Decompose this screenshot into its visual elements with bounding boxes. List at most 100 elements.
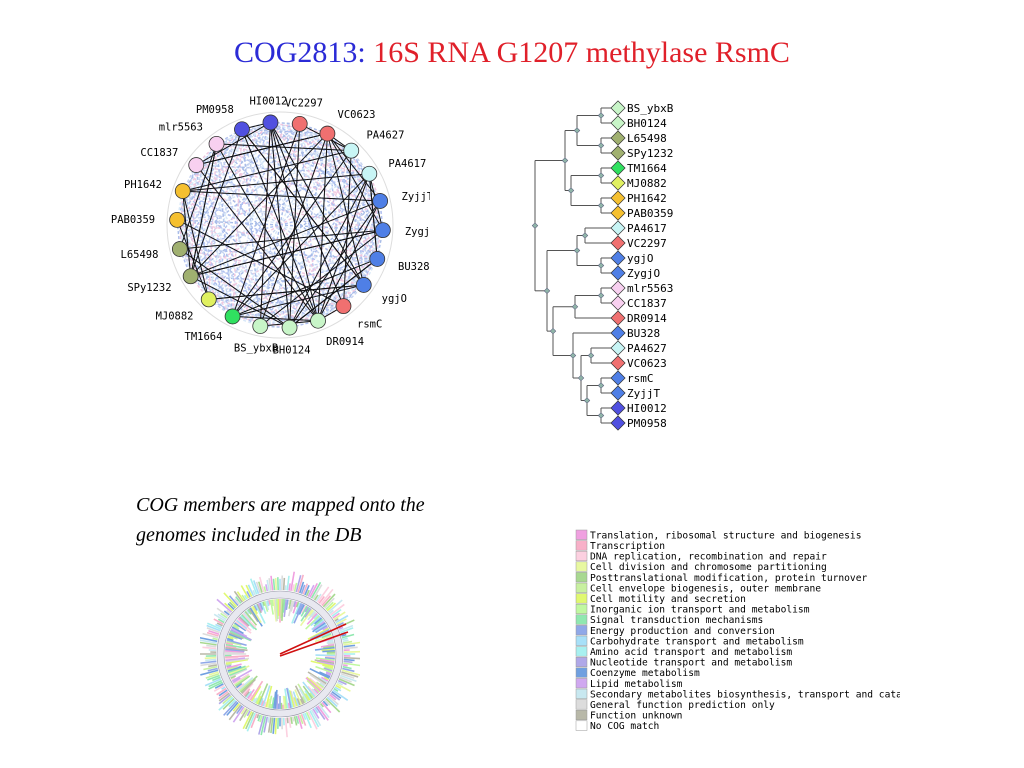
genome-feature-inner [227, 637, 234, 642]
genome-feature-inner [300, 604, 307, 614]
genome-feature-outer [341, 633, 355, 639]
network-edge-weak [182, 121, 271, 192]
tree-leaf-marker [610, 340, 626, 356]
genome-feature-inner [228, 665, 250, 675]
genome-feature-outer [213, 618, 224, 625]
genome-feature-inner [292, 691, 300, 707]
genome-feature-outer [257, 714, 261, 722]
genome-feature-outer [223, 610, 230, 616]
genome-feature-outer [206, 627, 220, 634]
genome-feature-outer [343, 658, 355, 662]
genome-feature-outer [274, 577, 278, 591]
genome-feature-outer [224, 602, 234, 612]
genome-feature-outer [207, 674, 220, 681]
genome-feature-outer [236, 591, 245, 602]
network-node-label: ygjO [382, 293, 407, 305]
genome-feature-outer [307, 584, 315, 597]
genome-feature-inner [250, 606, 262, 623]
network-edge-weak [216, 143, 381, 202]
network-node-label: VC2297 [285, 97, 323, 109]
network-edge-weak [182, 128, 243, 192]
genome-feature-outer [342, 664, 348, 667]
network-node [169, 211, 186, 228]
genome-feature-outer [232, 706, 245, 723]
genome-feature-inner [315, 654, 336, 657]
network-edge-weak [269, 121, 384, 231]
tree-node [597, 202, 605, 209]
legend-label: Energy production and conversion [590, 626, 775, 637]
caption: COG members are mapped onto the genomes … [136, 490, 536, 550]
tree-node [587, 352, 595, 359]
genome-feature-inner [323, 667, 333, 672]
network-edge-strong [232, 173, 370, 317]
network-node [291, 116, 308, 132]
genome-feature-outer [202, 646, 217, 650]
network-node [335, 298, 352, 315]
genome-feature-inner [301, 696, 307, 704]
genome-feature-outer [341, 671, 359, 678]
genome-feature-inner [290, 690, 297, 707]
network-node-label: PAB0359 [111, 214, 155, 226]
legend-label: Coenzyme metabolism [590, 668, 700, 679]
genome-feature-inner [229, 667, 247, 677]
genome-feature-outer [338, 626, 344, 630]
genome-feature-outer [218, 696, 234, 711]
genome-feature-inner [306, 679, 320, 693]
network-node [355, 277, 372, 293]
network-edge-weak [195, 164, 234, 317]
genome-feature-inner [271, 599, 274, 607]
network-edge-weak [215, 143, 291, 328]
genome-feature-inner [327, 642, 335, 646]
genome-feature-inner [225, 656, 239, 660]
network-edge-strong [232, 123, 301, 317]
genome-feature-inner [265, 600, 270, 611]
genome-feature-inner [315, 631, 331, 640]
network-edge-strong [190, 275, 290, 329]
genome-feature-outer [339, 676, 352, 683]
genome-feature-inner [293, 603, 304, 624]
genome-circle-map [200, 571, 360, 738]
genome-feature-outer [312, 708, 320, 719]
genome-feature-outer [272, 717, 276, 734]
legend-label: Secondary metabolites biosynthesis, tran… [590, 689, 900, 700]
network-node [234, 121, 250, 138]
genome-feature-inner [304, 608, 312, 618]
genome-feature-inner [313, 614, 319, 620]
tree-leaf-marker [610, 235, 626, 251]
genome-feature-inner [260, 700, 265, 707]
genome-feature-outer [239, 708, 248, 722]
network-node [200, 291, 217, 308]
genome-feature-inner [310, 616, 322, 627]
genome-feature-inner [268, 695, 273, 709]
legend-swatch [575, 678, 588, 689]
genome-feature-outer [293, 716, 298, 726]
genome-feature-outer [263, 586, 267, 592]
genome-feature-outer [312, 584, 323, 600]
genome-feature-inner [227, 665, 238, 671]
network-edge-strong [241, 128, 365, 286]
network-edge-strong [327, 133, 381, 202]
genome-feature-outer [246, 710, 251, 717]
genome-feature-outer [302, 713, 307, 720]
genome-feature-outer [274, 717, 278, 735]
genome-feature-inner [293, 601, 297, 608]
slide-title: COG2813: 16S RNA G1207 methylase RsmC [0, 36, 1024, 70]
genome-feature-outer [341, 633, 347, 637]
genome-feature-inner [272, 599, 278, 622]
genome-feature-inner [227, 636, 234, 640]
legend-label: General function prediction only [590, 700, 775, 711]
genome-feature-inner [291, 602, 301, 624]
genome-feature-inner [234, 674, 250, 686]
genome-feature-outer [337, 679, 347, 686]
tree-leaf-label: ygjO [627, 252, 654, 265]
network-node-label: VC0623 [338, 109, 376, 121]
genome-feature-inner [307, 627, 330, 640]
genome-feature-inner [319, 671, 331, 678]
network-edge-strong [326, 133, 365, 286]
network-edge-weak [231, 129, 243, 317]
genome-feature-outer [213, 684, 225, 692]
network-edge-strong [259, 122, 271, 327]
network-node [208, 135, 225, 152]
network-edge-weak [179, 150, 352, 250]
genome-feature-inner [242, 612, 257, 629]
